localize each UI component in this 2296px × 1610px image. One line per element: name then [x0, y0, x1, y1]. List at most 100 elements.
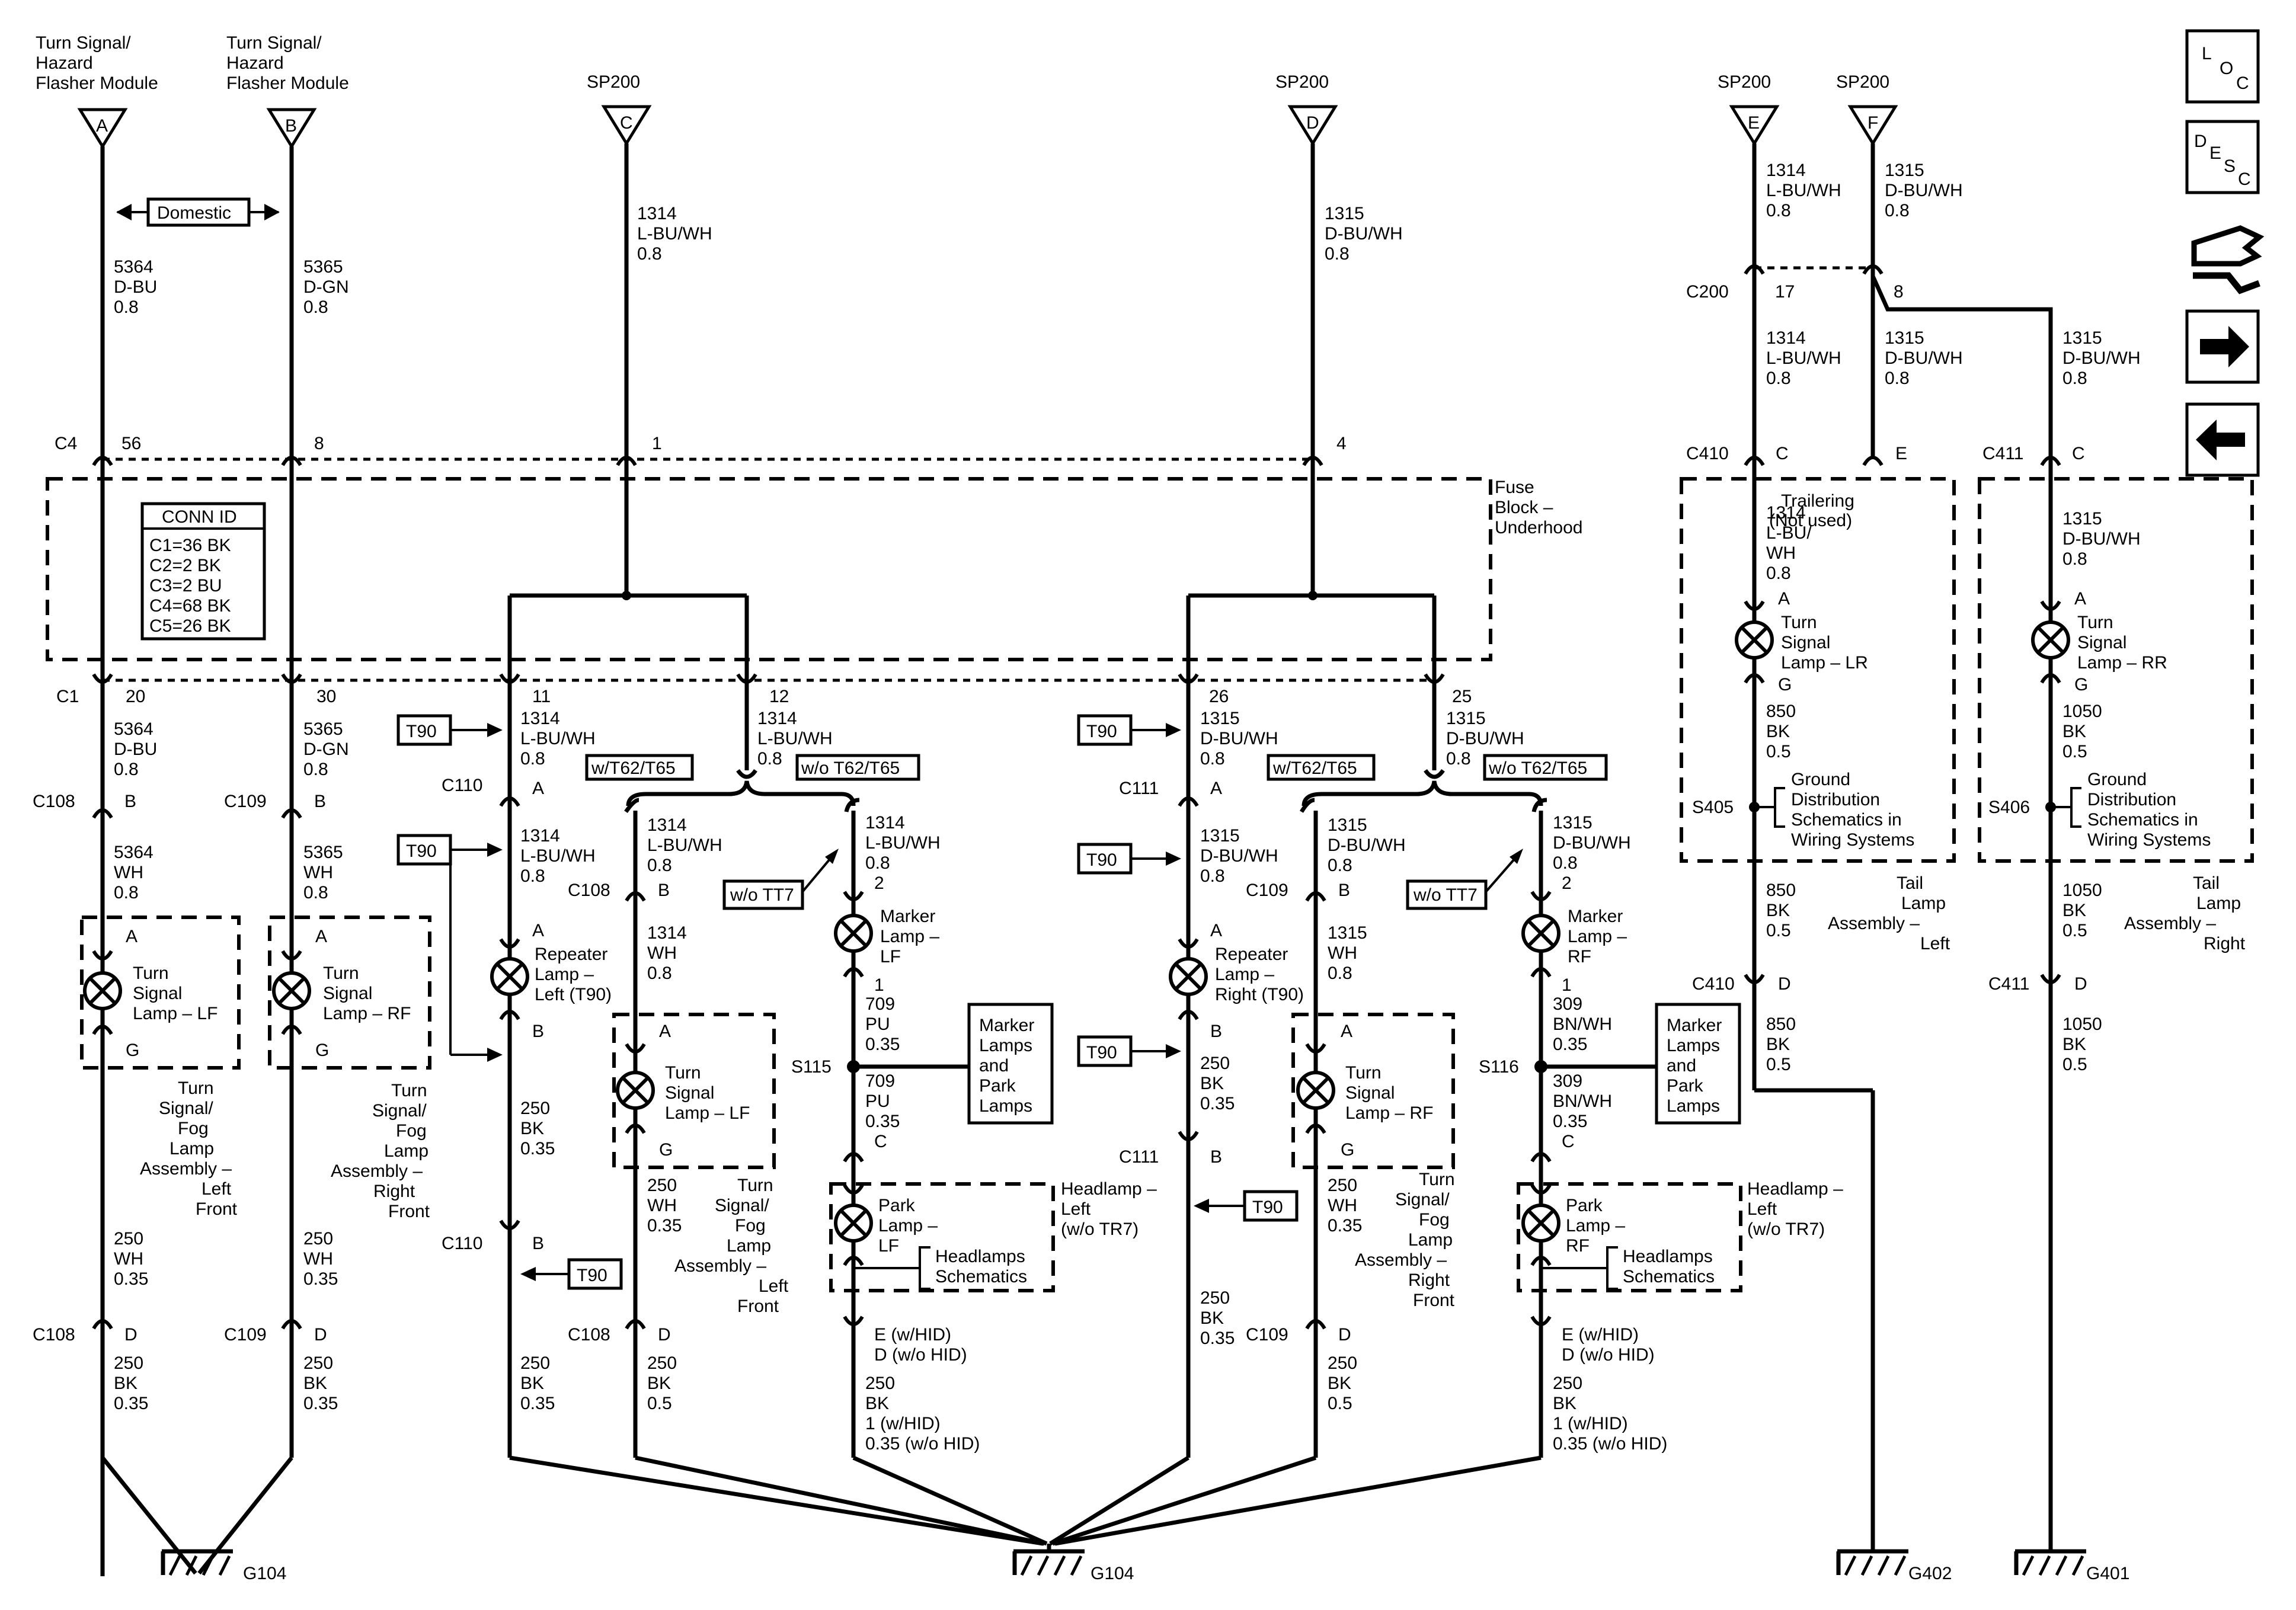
next-arrow-icon[interactable] [2185, 309, 2260, 384]
diagram-label: 1314 [647, 815, 687, 835]
diagram-label: 0.35 [1553, 1035, 1587, 1054]
diagram-label: Ground [1791, 770, 1850, 789]
diagram-label: Park [878, 1196, 916, 1215]
diagram-label: L-BU/WH [520, 846, 596, 866]
diagram-label: Signal [323, 984, 372, 1003]
diagram-label: Assembly – [1828, 914, 1920, 933]
diagram-label: Turn [737, 1176, 773, 1195]
diagram-label: (w/o TR7) [1747, 1219, 1825, 1239]
diagram-label: D [314, 1325, 327, 1345]
diagram-label: Turn [1419, 1170, 1455, 1189]
diagram-label: 250 [647, 1353, 677, 1373]
diagram-label: L-BU/WH [637, 224, 712, 244]
diagram-label: 0.8 [2062, 549, 2087, 569]
description-view-icon[interactable]: D E S C [2185, 120, 2260, 194]
diagram-label: E (w/HID) [1562, 1325, 1639, 1345]
diagram-label: 0.8 [1766, 369, 1791, 388]
previous-arrow-icon[interactable] [2185, 402, 2260, 477]
diagram-label: 1050 [2062, 881, 2102, 900]
diagram-label: WH [114, 863, 143, 882]
diagram-label: 0.8 [1200, 749, 1225, 769]
diagram-label: L-BU/WH [1766, 181, 1841, 200]
diagram-label: 1050 [2062, 1014, 2102, 1034]
conn-id-row-1: C1=36 BK [149, 536, 231, 555]
diagram-label: T90 [577, 1266, 607, 1285]
diagram-label: (Not used) [1769, 511, 1852, 530]
diagram-label: Distribution [1791, 790, 1880, 809]
diagram-label: 0.5 [1766, 921, 1791, 940]
letter-a: A [96, 116, 108, 136]
diagram-label: 0.35 [114, 1394, 148, 1413]
diagram-label: 5364 [114, 843, 154, 862]
diagram-label: Marker [880, 907, 935, 926]
diagram-label: 0.35 [1328, 1216, 1362, 1235]
diagram-label: 1314 [1766, 328, 1806, 348]
diagram-label: S115 [791, 1057, 832, 1077]
diagram-label: 250 [1200, 1054, 1230, 1073]
diagram-label: BK [865, 1394, 889, 1413]
diagram-label: 0.35 [303, 1394, 338, 1413]
sp200-c: SP200 [587, 72, 640, 92]
diagram-label: Turn [665, 1063, 701, 1083]
diagram-label: Left (T90) [535, 985, 612, 1004]
diagram-label: Marker [1667, 1016, 1722, 1035]
letter-d: D [1306, 113, 1319, 133]
diagram-label: WH [647, 943, 677, 963]
diagram-label: Tail [1897, 873, 1923, 893]
diagram-label: 0.35 (w/o HID) [1553, 1434, 1667, 1454]
diagram-label: 1 [1562, 975, 1572, 995]
rf-turn-inner-bulb-icon [1298, 1073, 1334, 1108]
diagram-label: 1 [652, 434, 662, 453]
diagram-label: Park [1667, 1076, 1704, 1096]
diagram-label: 1315 [1328, 815, 1367, 835]
diagram-label: Lamp – LR [1781, 653, 1868, 673]
diagram-label: Marker [1568, 907, 1623, 926]
diagram-label: D-BU [114, 740, 157, 759]
diagram-label: 0.35 [1200, 1329, 1235, 1348]
wrench-icon[interactable] [2191, 225, 2265, 295]
diagram-label: w/o TT7 [1413, 885, 1478, 905]
diagram-label: Schematics in [1791, 810, 1902, 830]
diagram-label: Distribution [2087, 790, 2176, 809]
diagram-label: Assembly – [331, 1161, 423, 1181]
diagram-label: 0.35 [520, 1394, 555, 1413]
domestic-note: Domestic [116, 197, 280, 227]
diagram-label: 12 [769, 687, 789, 706]
diagram-label: T90 [406, 722, 437, 741]
diagram-label: C [2238, 169, 2251, 189]
flasher-b-l2: Hazard [226, 53, 284, 73]
diagram-label: Signal/ [715, 1196, 769, 1215]
diagram-label: 1315 [2062, 328, 2102, 348]
location-view-icon[interactable]: L O C [2185, 29, 2260, 104]
diagram-label: B [314, 792, 326, 811]
diagram-label: D-BU/WH [1325, 224, 1403, 244]
diagram-label: Park [1566, 1196, 1603, 1215]
diagram-label: 26 [1209, 687, 1229, 706]
diagram-label: 0.8 [114, 883, 139, 902]
diagram-label: 0.8 [865, 853, 890, 873]
diagram-label: A [1210, 779, 1222, 798]
diagram-label: Assembly – [2124, 914, 2216, 933]
diagram-label: C108 [33, 792, 75, 811]
diagram-label: 1314 [637, 204, 677, 223]
diagram-label: T90 [1252, 1198, 1283, 1217]
diagram-label: C111 [1119, 1147, 1159, 1167]
diagram-label: BK [1766, 901, 1790, 920]
diagram-label: Tail [2193, 873, 2220, 893]
diagram-label: BN/WH [1553, 1014, 1612, 1034]
flasher-a-l2: Hazard [36, 53, 93, 73]
diagram-label: 0.35 [647, 1216, 682, 1235]
diagram-label: Front [737, 1297, 779, 1316]
diagram-label: T90 [406, 841, 437, 861]
sp200-f: SP200 [1836, 72, 1889, 92]
diagram-label: Signal/ [159, 1099, 213, 1118]
diagram-label: 250 [114, 1353, 143, 1373]
diagram-label: w/o T62/T65 [1488, 758, 1587, 778]
source-sp200-f: SP200 F [1836, 72, 1895, 143]
diagram-label: 1314 [520, 709, 560, 728]
diagram-label: Fog [735, 1216, 766, 1235]
diagram-label: L-BU/WH [1766, 348, 1841, 368]
diagram-label: Front [196, 1199, 238, 1219]
diagram-label: 0.8 [1325, 244, 1350, 264]
diagram-label: Lamp [2196, 894, 2241, 913]
